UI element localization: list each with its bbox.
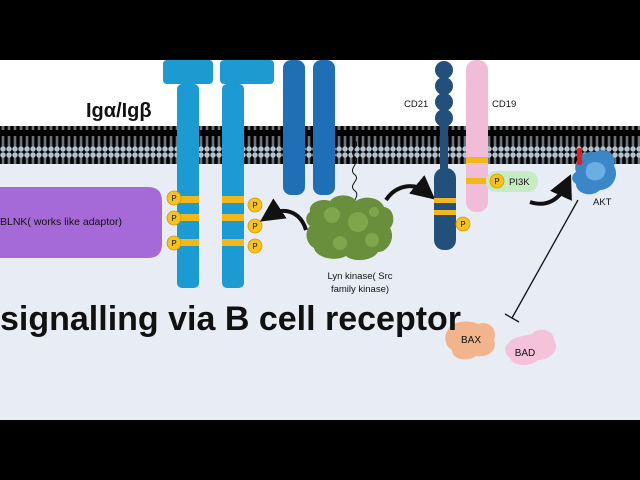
bax-label: BAX bbox=[461, 335, 481, 346]
bad-label: BAD bbox=[515, 348, 536, 359]
ig-alpha-chain bbox=[163, 60, 213, 288]
akt-label: AKT bbox=[593, 197, 612, 208]
svg-text:P: P bbox=[252, 222, 257, 231]
svg-text:P: P bbox=[171, 239, 176, 248]
membrane-ig-heavy-chains bbox=[283, 60, 335, 195]
akt-phosphorylation-marker bbox=[576, 148, 583, 165]
cd19-label: CD19 bbox=[492, 99, 516, 110]
phospho-ig-alpha-3: P bbox=[166, 235, 182, 251]
svg-text:P: P bbox=[460, 220, 465, 229]
phospho-ig-beta-3: P bbox=[247, 238, 263, 254]
arrow-pi3k-to-akt bbox=[529, 174, 572, 206]
blnk-adaptor bbox=[0, 187, 162, 258]
bad bbox=[505, 329, 557, 366]
lyn-kinase bbox=[306, 195, 394, 261]
svg-text:P: P bbox=[252, 242, 257, 251]
inhibition-akt-to-bad bbox=[504, 199, 579, 323]
page-title: signalling via B cell receptor bbox=[0, 300, 461, 338]
arrow-lyn-to-igab bbox=[260, 198, 308, 231]
svg-text:P: P bbox=[252, 201, 257, 210]
lyn-label-line2: family kinase) bbox=[331, 284, 389, 295]
phospho-ig-beta-2: P bbox=[247, 218, 263, 234]
phospho-ig-alpha-2: P bbox=[166, 210, 182, 226]
phospho-cd21: P bbox=[455, 216, 471, 232]
lyn-kinase-tether bbox=[352, 139, 358, 208]
cd19-coreceptor bbox=[466, 60, 488, 212]
phospho-pi3k: P bbox=[489, 173, 505, 189]
lyn-label-line1: Lyn kinase( Src bbox=[327, 271, 392, 282]
letterbox-bottom bbox=[0, 420, 640, 480]
cd21-label: CD21 bbox=[404, 99, 428, 110]
svg-text:P: P bbox=[171, 214, 176, 223]
receptor-label: Igα/Igβ bbox=[86, 100, 152, 122]
blnk-label: BLNK( works like adaptor) bbox=[0, 216, 122, 228]
lyn-kinase-texture bbox=[324, 207, 379, 250]
svg-text:P: P bbox=[171, 194, 176, 203]
ig-beta-chain bbox=[220, 60, 274, 288]
akt-highlight bbox=[585, 162, 606, 181]
arrow-lyn-to-cd19 bbox=[384, 175, 436, 202]
cd21-receptor bbox=[434, 61, 456, 250]
svg-text:P: P bbox=[494, 177, 499, 186]
itam-motifs bbox=[177, 196, 244, 246]
letterbox-top bbox=[0, 0, 640, 60]
phospho-ig-beta-1: P bbox=[247, 197, 263, 213]
pi3k-label: PI3K bbox=[509, 177, 530, 188]
phospho-ig-alpha-1: P bbox=[166, 190, 182, 206]
bax bbox=[445, 321, 496, 360]
